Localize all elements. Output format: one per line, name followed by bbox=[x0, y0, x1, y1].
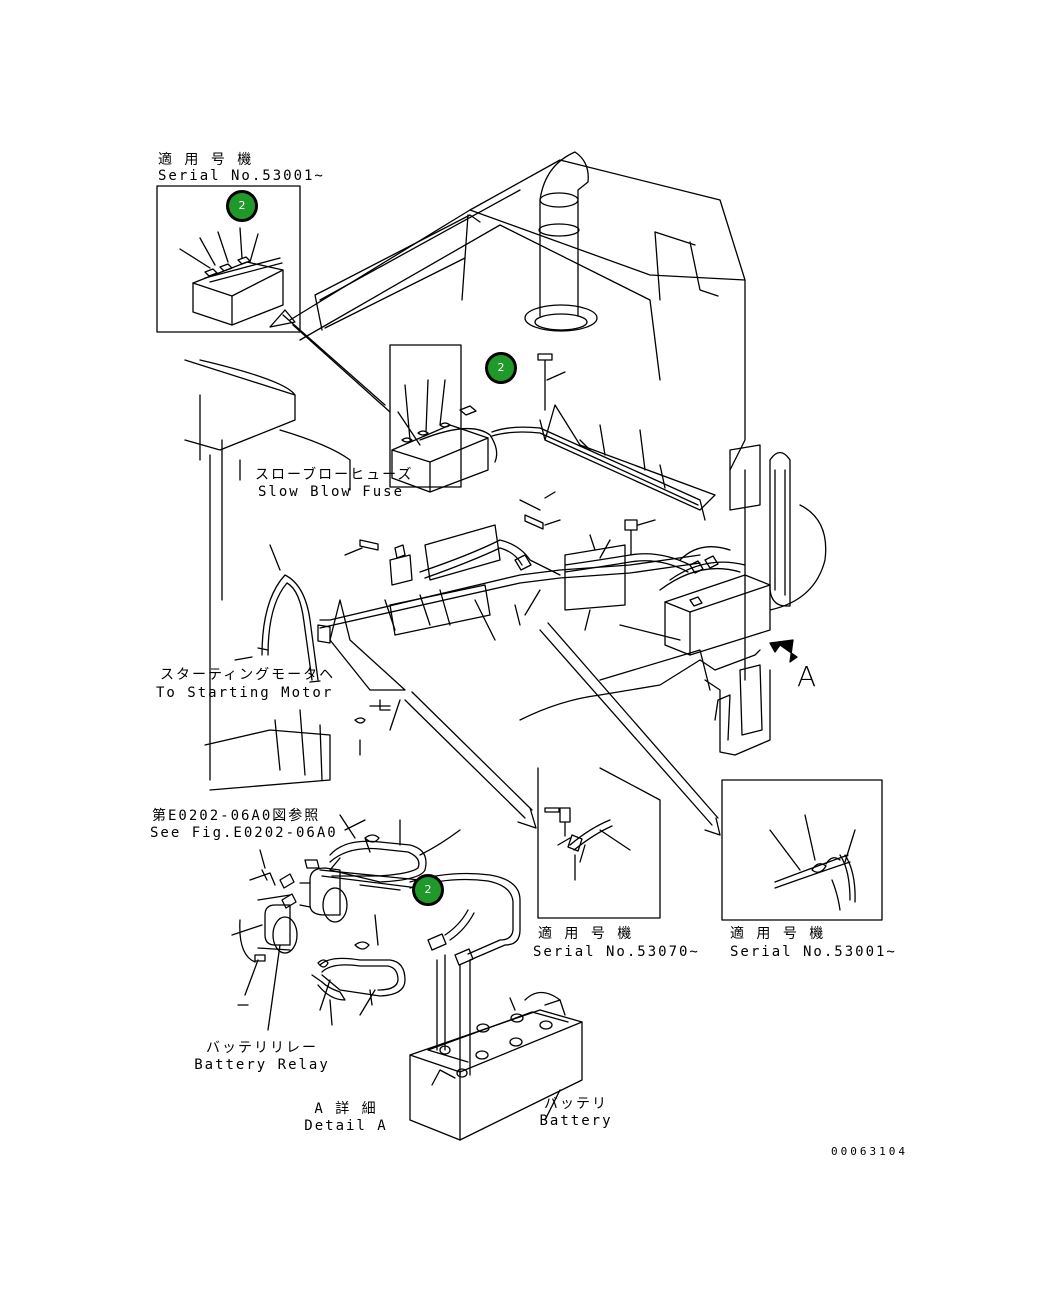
machine-body bbox=[184, 151, 827, 791]
starting-motor-en: To Starting Motor bbox=[156, 685, 334, 701]
serial-top-en: Serial No.53001~ bbox=[158, 168, 325, 184]
view-a-letter: A bbox=[797, 660, 817, 693]
battery-en: Battery bbox=[539, 1113, 613, 1129]
serial-mid-jp: 適 用 号 機 bbox=[538, 926, 634, 942]
inset-middle bbox=[537, 767, 661, 919]
serial-top-jp: 適 用 号 機 bbox=[158, 152, 254, 168]
serial-mid-en: Serial No.53070~ bbox=[533, 944, 700, 960]
drawing-code: 00063104 bbox=[831, 1145, 908, 1158]
view-arrow bbox=[769, 639, 798, 663]
wiring-harness bbox=[234, 353, 716, 756]
detail-a-en: Detail A bbox=[304, 1118, 388, 1134]
detail-a-jp: A 詳 細 bbox=[314, 1101, 378, 1117]
leader-arrows bbox=[269, 309, 721, 836]
battery-right bbox=[659, 546, 771, 756]
see-fig-en: See Fig.E0202-06A0 bbox=[150, 825, 338, 841]
serial-right-jp: 適 用 号 機 bbox=[730, 926, 826, 942]
main-battery-upper bbox=[389, 344, 498, 493]
battery-relay-en: Battery Relay bbox=[194, 1057, 330, 1073]
battery-relay-jp: バッテリリレー bbox=[206, 1040, 318, 1056]
inset-top-left bbox=[156, 185, 301, 333]
slow-blow-fuse-jp: スローブローヒューズ bbox=[255, 467, 414, 483]
part-callout-badge[interactable]: 2 bbox=[412, 874, 444, 906]
starting-motor-jp: スターティングモータヘ bbox=[160, 667, 336, 683]
part-callout-badge[interactable]: 2 bbox=[485, 352, 517, 384]
see-fig-jp: 第E0202-06A0図参照 bbox=[152, 808, 321, 824]
inset-right bbox=[721, 779, 883, 921]
detail-a bbox=[231, 814, 583, 1141]
battery-jp: バッテリ bbox=[544, 1096, 608, 1112]
slow-blow-fuse-en: Slow Blow Fuse bbox=[258, 484, 405, 500]
serial-right-en: Serial No.53001~ bbox=[730, 944, 897, 960]
part-callout-badge[interactable]: 2 bbox=[226, 190, 258, 222]
